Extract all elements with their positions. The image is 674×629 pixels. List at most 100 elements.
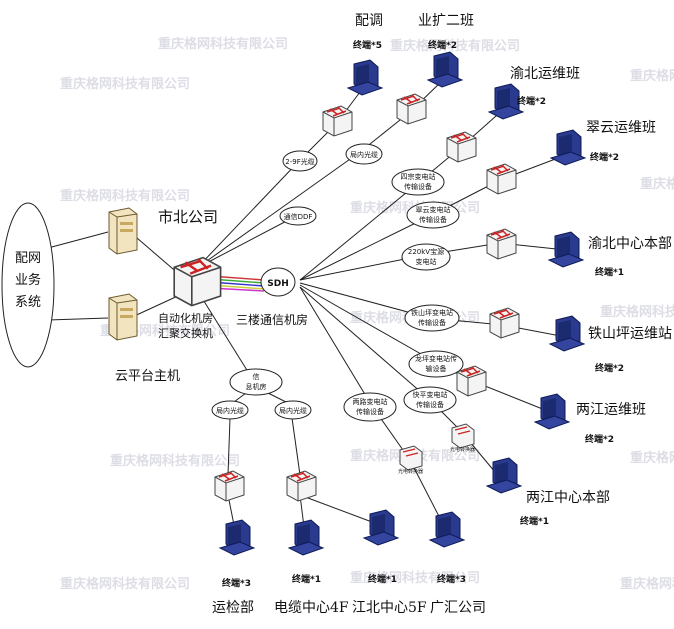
info-room-line1: 信 [253,372,260,381]
watermark-layer: 重庆格网科技有限公司重庆格网科技有限公司重庆格网科技有限公司重庆格网科技有限公司… [60,36,674,592]
kv220-line1: 220kV宝源 [408,247,444,256]
router-icon [396,93,427,125]
local-fiber-1-label: 局内光缆 [216,406,244,415]
transport-oval-cuiyun [406,201,460,229]
pc-icon [534,393,570,430]
endpoint-terminal: 终端*1 [367,573,397,585]
pc-icon [219,519,255,556]
company-title: 市北公司 [158,208,218,226]
pc-icon [347,59,383,96]
fiber-oval-29f [282,150,318,172]
longping-line2: 输设备 [426,364,447,373]
router-icon [446,131,477,163]
local-fiber-oval-2 [274,400,312,420]
cuiyun-line1: 翠云变电站 [416,205,451,214]
endpoint-terminal: 终端*2 [584,433,614,445]
local-fiber-2-label: 局内光缆 [279,406,307,415]
router-icon [456,365,487,397]
sihao-line2: 传输设备 [404,182,432,191]
switch-label-line1: 自动化机房 [158,311,213,325]
endpoint-terminal: 终端*1 [519,515,549,527]
info-room-line2: 息机房 [246,382,267,391]
endpoint-terminal: 终端*3 [221,577,251,589]
pc-icon [288,519,324,556]
transport-oval-tieshan [404,304,460,332]
pc-icon [486,457,522,494]
endpoint-name: 铁山坪运维站 [588,326,672,342]
watermark-text: 重庆格网科技有限公司 [390,38,520,54]
transport-oval-220kv [401,243,451,271]
pc-icon [550,129,586,166]
pc-icon [427,51,463,88]
cloud-host-label: 云平台主机 [115,369,180,384]
media-converter-icon [451,423,475,449]
system-label-line3: 系统 [15,295,41,310]
info-room-oval [229,368,283,396]
pc-icon [363,509,399,546]
endpoint-name: 两江运维班 [576,402,646,418]
watermark-text: 重庆格网科技有限公司 [60,188,190,204]
watermark-text: 重庆格网科技有限公司 [630,450,674,466]
transport-oval-liangjiang [343,392,397,422]
cuiyun-line2: 传输设备 [419,215,447,224]
endpoint-name: 业扩二班 [418,13,474,29]
switch-label-line2: 汇聚交换机 [158,326,213,340]
longping-line1: 龙坪变电站传 [415,354,457,363]
endpoint-name: 渝北中心本部 [588,236,672,252]
endpoint-name: 电缆中心4F [274,600,349,616]
fiber-oval-local [345,143,383,165]
sdh-room-label: 三楼通信机房 [236,312,308,327]
system-label-line2: 业务 [15,272,41,288]
pc-icon [548,231,584,268]
watermark-text: 重庆格网科技有限公司 [620,576,674,592]
local-fiber-oval-1 [211,400,249,420]
endpoint-name: 两江中心本部 [526,490,610,506]
kuaiping-line1: 快平变电站 [413,390,448,399]
watermark-text: 重庆格网科技有限公司 [630,68,674,84]
endpoint-terminal: 终端*1 [291,573,321,585]
router-icon [489,307,520,339]
transport-oval-kuaiping [403,386,457,414]
tieshan-line2: 传输设备 [418,318,446,327]
tieshan-line1: 铁山坪变电站 [411,308,453,317]
endpoint-terminal: 终端*2 [589,151,619,163]
server-icon [108,207,138,255]
router-icon [286,470,317,502]
cloud-host-icon [108,293,138,341]
fiber-local-label: 局内光缆 [350,150,378,159]
sdh-node [260,267,296,297]
router-icon [486,228,517,260]
endpoint-name: 江北中心5F [352,600,427,616]
converter-label-2: 光电转换器 [450,446,475,453]
comm-ddf-label: 通信DDF [284,212,313,221]
endpoint-labels: 配调 终端*5 业扩二班 终端*2 渝北运维班 终端*2 翠云运维班 终端*2 … [212,13,672,616]
aggregation-switch-icon [172,256,222,307]
endpoint-terminal: 终端*2 [516,95,546,107]
router-icon [214,470,245,502]
endpoint-name: 翠云运维班 [586,120,656,136]
pc-icon [549,315,585,352]
endpoint-terminal: 终端*2 [427,39,457,51]
pc-icon [429,511,465,548]
media-converter-icon [399,445,423,471]
kv220-line2: 变电站 [416,257,437,266]
watermark-text: 重庆格网科技有限公司 [158,36,288,52]
watermark-text: 重庆格网科技有限公司 [60,76,190,92]
comm-ddf-oval [279,206,317,226]
endpoint-name: 广汇公司 [430,600,486,616]
kuaiping-line2: 传输设备 [416,400,444,409]
sihao-line1: 四宗变电站 [401,172,436,181]
endpoint-terminal: 终端*5 [352,39,382,51]
endpoint-name: 渝北运维班 [510,66,580,82]
watermark-text: 重庆格网科技有限公司 [110,453,240,469]
liangjiang-line2: 传输设备 [356,407,384,416]
sdh-text: SDH [267,279,289,289]
endpoint-name: 运检部 [212,600,254,616]
watermark-text: 重庆格网科技有限公司 [640,176,674,192]
router-icon [322,105,353,137]
fiber-29f-label: 2-9F光缆 [285,157,314,166]
converter-label-1: 光电转换器 [398,468,423,475]
endpoint-name: 配调 [355,13,383,29]
system-label-line1: 配网 [15,251,41,266]
liangjiang-line1: 两路变电站 [353,397,388,406]
